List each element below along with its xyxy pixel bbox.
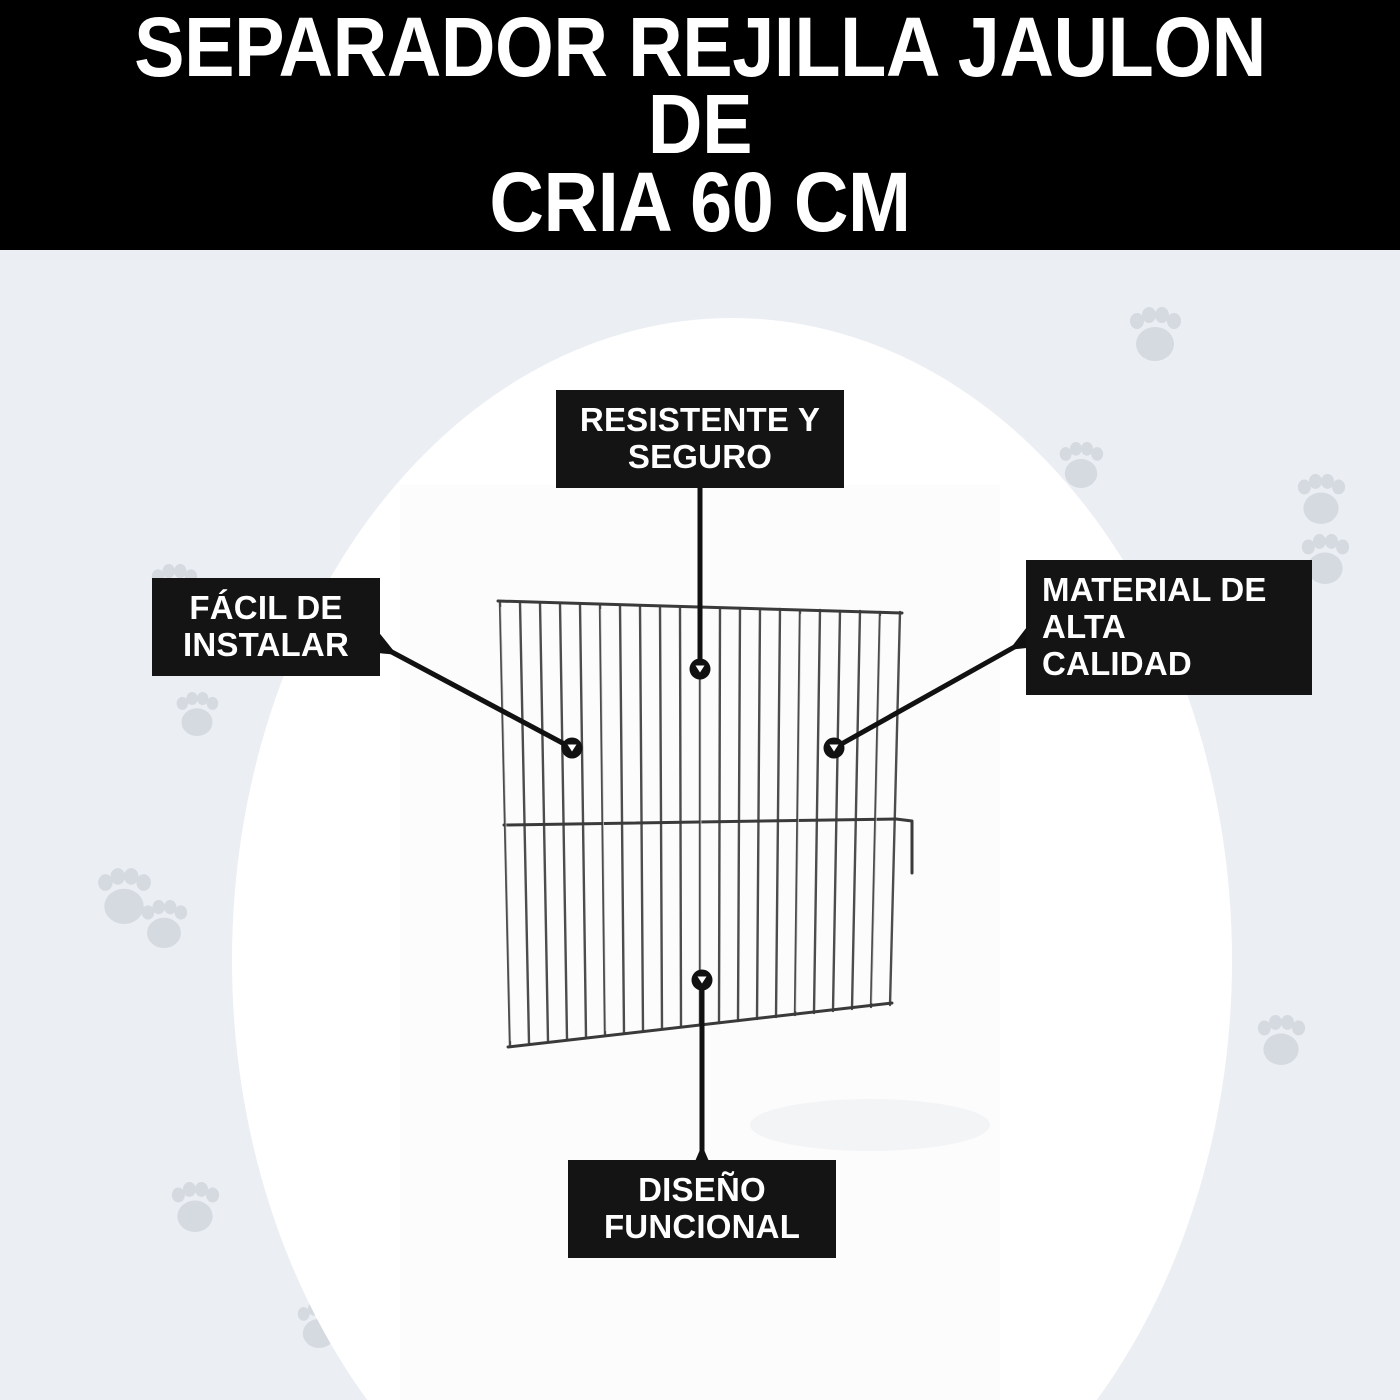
callout-facil-de-instalar[interactable]: FÁCIL DE INSTALAR xyxy=(152,578,380,676)
paw-print-icon xyxy=(1128,305,1182,363)
content-stage: RESISTENTE Y SEGURO FÁCIL DE INSTALAR MA… xyxy=(0,250,1400,1400)
callout-material-de-alta-calidad[interactable]: MATERIAL DE ALTA CALIDAD xyxy=(1026,560,1312,695)
paw-print-icon xyxy=(170,1180,220,1234)
paw-print-icon xyxy=(175,690,219,738)
paw-print-icon xyxy=(96,866,152,926)
paw-print-icon xyxy=(1296,472,1346,526)
product-image-wire-grid xyxy=(400,485,1000,1400)
title-banner: SEPARADOR REJILLA JAULON DE CRIA 60 CM xyxy=(0,0,1400,250)
product-photo-plate xyxy=(400,485,1000,1400)
paw-print-icon xyxy=(140,898,188,950)
page-title: SEPARADOR REJILLA JAULON DE CRIA 60 CM xyxy=(134,0,1266,249)
paw-print-icon xyxy=(1256,1013,1306,1067)
callout-resistente-y-seguro[interactable]: RESISTENTE Y SEGURO xyxy=(556,390,844,488)
paw-print-icon xyxy=(1058,440,1104,490)
callout-diseno-funcional[interactable]: DISEÑO FUNCIONAL xyxy=(568,1160,836,1258)
paw-print-icon xyxy=(1300,532,1350,586)
